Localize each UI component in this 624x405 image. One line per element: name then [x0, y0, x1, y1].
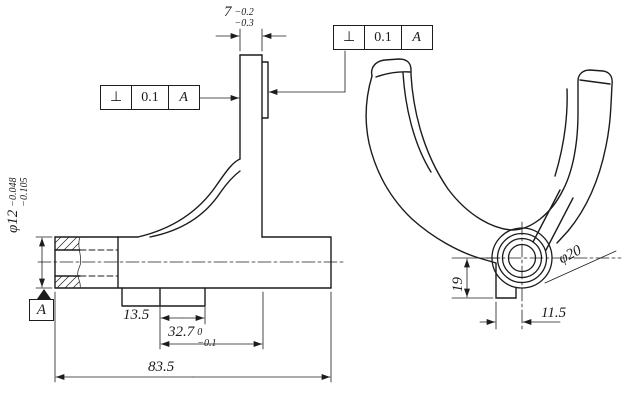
perpendicularity-icon: ⊥ — [343, 30, 356, 45]
tol-upper: 0 — [197, 327, 203, 338]
hatching — [54, 236, 80, 289]
fcf-tolerance-value: 0.1 — [131, 86, 168, 109]
tol-lower: −0.105 — [18, 177, 30, 207]
fcf-tolerance-value: 0.1 — [364, 26, 401, 49]
section-break-line — [77, 236, 82, 289]
fcf-datum-ref: A — [400, 26, 432, 49]
tol-upper: −0.2 — [234, 7, 254, 18]
fcf-datum-ref: A — [167, 86, 199, 109]
dim-7-label: 7−0.2−0.3 — [224, 4, 254, 29]
tol-lower: −0.1 — [197, 337, 217, 349]
datum-letter: A — [36, 301, 47, 318]
dim-13-5-label: 13.5 — [123, 307, 150, 323]
tol-upper: −0.048 — [8, 177, 19, 207]
dim-value: φ12 — [5, 209, 21, 233]
dim-19-label: 19 — [450, 277, 466, 292]
dim-phi12-label: φ12 −0.048−0.105 — [5, 177, 30, 233]
feature-control-frame-left: ⊥ 0.1 A — [100, 85, 200, 110]
datum-a-box: A — [29, 299, 54, 321]
tol-lower: −0.3 — [234, 17, 254, 29]
dimension-and-leader-lines — [35, 28, 617, 383]
dim-11-5-label: 11.5 — [541, 305, 567, 321]
dim-83-5-label: 83.5 — [148, 359, 175, 375]
left-view-hidden-lines — [79, 249, 119, 277]
dim-value: 7 — [224, 4, 232, 20]
feature-control-frame-right: ⊥ 0.1 A — [333, 25, 433, 50]
right-view-outline — [365, 58, 613, 299]
dim-value: 32.7 — [168, 324, 195, 340]
perpendicularity-icon: ⊥ — [110, 90, 123, 105]
left-view-outline — [54, 54, 332, 307]
